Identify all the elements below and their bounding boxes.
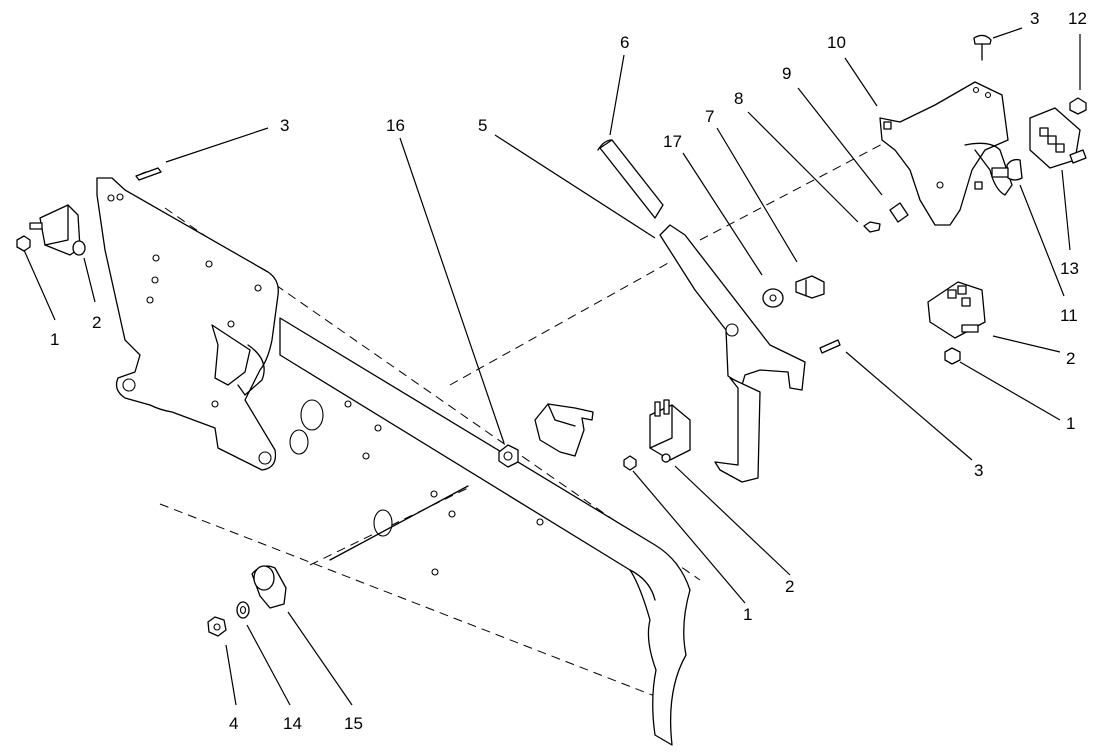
callout-16: 16 <box>386 116 405 135</box>
callout-1-middle: 1 <box>743 605 752 624</box>
brake-lever <box>597 139 806 483</box>
callout-labels: 1 2 3 16 5 6 17 7 8 9 10 3 12 13 11 2 1 … <box>50 9 1087 733</box>
callout-2-middle: 2 <box>785 577 794 596</box>
assembly-centerlines <box>159 139 891 701</box>
left-side-bracket <box>96 177 279 471</box>
callout-2-right: 2 <box>1066 349 1075 368</box>
upper-right-bracket <box>879 81 1013 226</box>
callout-3-top: 3 <box>1030 9 1039 28</box>
callout-12: 12 <box>1068 9 1087 28</box>
upper-right-switch <box>991 97 1087 181</box>
callout-5: 5 <box>478 116 487 135</box>
callout-14: 14 <box>283 714 302 733</box>
callout-11: 11 <box>1060 306 1078 325</box>
callout-1-left: 1 <box>50 330 59 349</box>
callout-8: 8 <box>734 89 743 108</box>
callout-15: 15 <box>344 714 363 733</box>
lower-left-fasteners <box>207 485 469 637</box>
left-switch-assembly <box>16 167 162 256</box>
callout-7: 7 <box>705 107 714 126</box>
callout-3-left: 3 <box>280 116 289 135</box>
callout-13: 13 <box>1060 259 1079 278</box>
leader-lines <box>23 27 1081 706</box>
callout-17: 17 <box>663 132 682 151</box>
callout-4: 4 <box>229 714 238 733</box>
callout-6: 6 <box>620 33 629 52</box>
callout-2-left: 2 <box>92 313 101 332</box>
middle-switch-assembly <box>623 339 841 471</box>
callout-10: 10 <box>827 33 846 52</box>
top-fasteners <box>863 34 992 233</box>
callout-9: 9 <box>782 64 791 83</box>
callout-3-right: 3 <box>974 461 983 480</box>
washer-and-bolt <box>762 275 825 308</box>
chassis-plate <box>279 317 691 746</box>
lower-switch-bracket <box>498 403 594 468</box>
callout-1-right: 1 <box>1066 414 1075 433</box>
lower-right-switch <box>927 281 986 365</box>
